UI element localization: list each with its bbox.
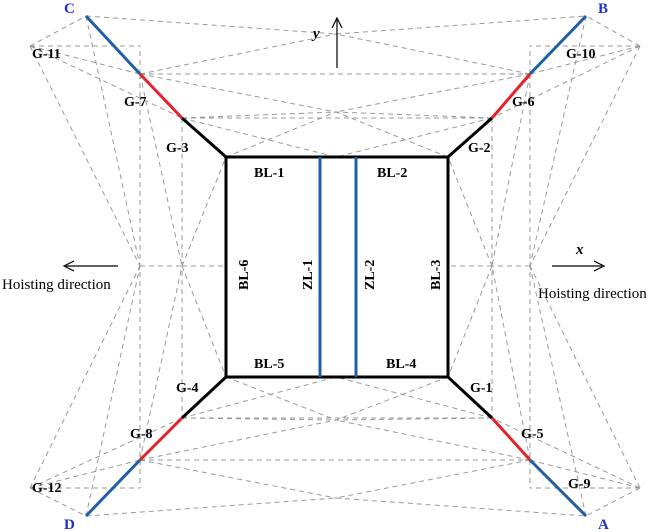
label-zl2: ZL-2 [363,260,378,290]
label-zl1: ZL-1 [301,260,316,290]
corner-b-label: B [598,1,608,17]
label-bl1: BL-1 [254,166,284,181]
right-hoisting-label: Hoisting direction [538,286,647,302]
member-g9 [528,458,588,518]
label-g4: G-4 [176,381,199,396]
member-g1 [446,375,494,420]
member-g7 [138,72,184,120]
label-g2: G-2 [468,141,491,156]
label-bl6: BL-6 [237,260,252,290]
label-g5: G-5 [521,427,544,442]
member-g12 [84,458,142,518]
x-axis-arrow [552,260,606,272]
left-hoisting-arrow [62,260,118,272]
label-g1: G-1 [470,381,493,396]
label-g12: G-12 [32,481,62,496]
central-frame [224,155,450,379]
y-axis-label: y [311,26,320,42]
label-g6: G-6 [512,95,535,110]
member-g3 [181,116,227,159]
label-bl4: BL-4 [386,357,416,372]
corner-a-label: A [598,517,609,532]
member-g2 [447,116,493,159]
x-axis-label: x [575,242,584,258]
member-g8 [138,416,184,462]
label-g11: G-11 [32,47,61,62]
member-g11 [84,14,142,76]
member-g4 [180,375,228,420]
left-hoisting-label: Hoisting direction [2,277,111,293]
y-axis-arrow [331,16,343,68]
label-bl3: BL-3 [429,260,444,290]
auxiliary-dashed-lines [29,15,641,517]
label-g10: G-10 [566,47,596,62]
member-g6 [490,73,532,119]
label-bl5: BL-5 [254,357,284,372]
label-g9: G-9 [568,477,591,492]
label-g3: G-3 [166,141,189,156]
member-g5 [490,416,532,462]
label-bl2: BL-2 [377,166,407,181]
member-g10 [528,14,588,76]
label-g8: G-8 [130,427,153,442]
corner-d-label: D [64,517,75,532]
corner-c-label: C [64,1,75,17]
label-g7: G-7 [124,95,147,110]
